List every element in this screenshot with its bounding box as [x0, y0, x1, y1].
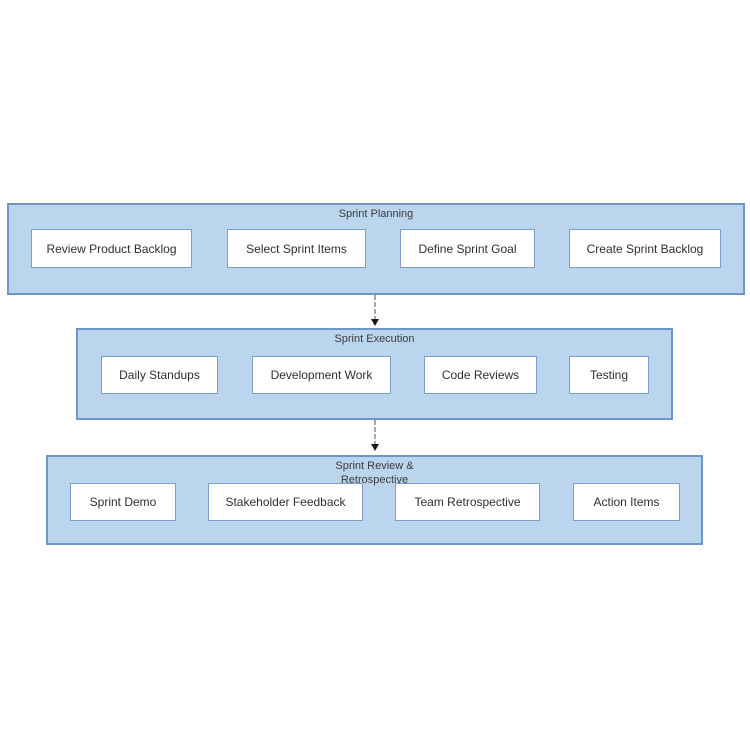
- group-sprint-planning[interactable]: Sprint Planning Review Product Backlog S…: [7, 203, 745, 295]
- arrow-planning-to-execution: [371, 295, 379, 326]
- node-team-retrospective[interactable]: Team Retrospective: [395, 483, 540, 521]
- down-arrowhead-icon: [371, 444, 379, 451]
- node-testing[interactable]: Testing: [569, 356, 649, 394]
- node-sprint-demo[interactable]: Sprint Demo: [70, 483, 176, 521]
- group-title-sprint-execution: Sprint Execution: [334, 333, 415, 345]
- node-development-work[interactable]: Development Work: [252, 356, 391, 394]
- arrow-execution-to-review: [371, 420, 379, 451]
- node-daily-standups[interactable]: Daily Standups: [101, 356, 218, 394]
- group-sprint-execution[interactable]: Sprint Execution Daily Standups Developm…: [76, 328, 673, 420]
- node-select-sprint-items[interactable]: Select Sprint Items: [227, 229, 366, 268]
- node-define-sprint-goal[interactable]: Define Sprint Goal: [400, 229, 535, 268]
- down-arrowhead-icon: [371, 319, 379, 326]
- node-stakeholder-feedback[interactable]: Stakeholder Feedback: [208, 483, 363, 521]
- node-action-items[interactable]: Action Items: [573, 483, 680, 521]
- node-review-product-backlog[interactable]: Review Product Backlog: [31, 229, 192, 268]
- group-title-sprint-planning: Sprint Planning: [338, 208, 414, 220]
- group-sprint-review-retrospective[interactable]: Sprint Review & Retrospective Sprint Dem…: [46, 455, 703, 545]
- node-create-sprint-backlog[interactable]: Create Sprint Backlog: [569, 229, 721, 268]
- node-code-reviews[interactable]: Code Reviews: [424, 356, 537, 394]
